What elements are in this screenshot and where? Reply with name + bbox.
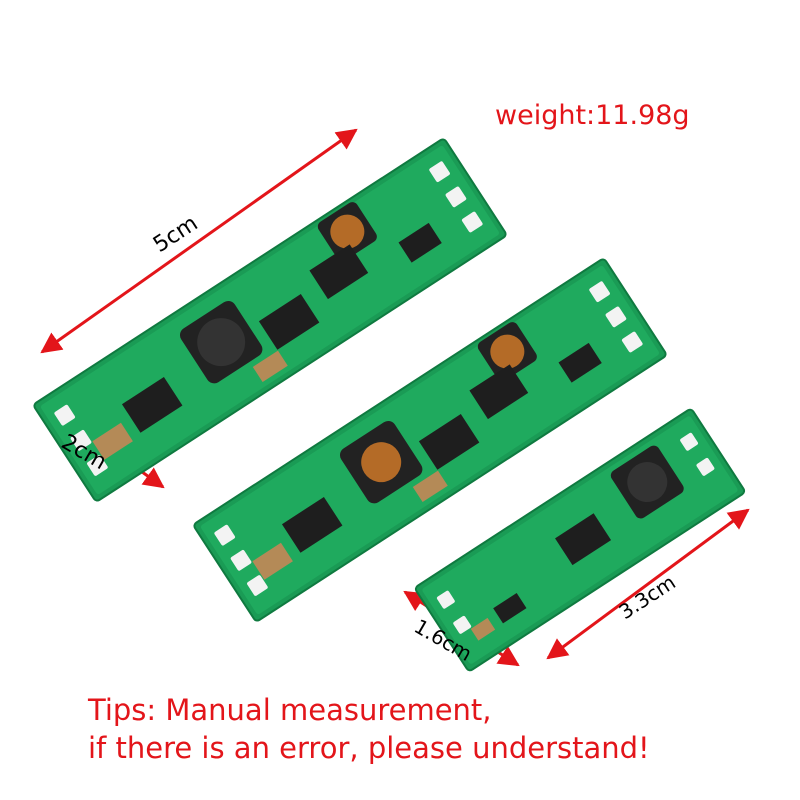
weight-label: weight:11.98g — [495, 100, 690, 131]
tips-line-1: Tips: Manual measurement, — [88, 693, 492, 727]
pcb-board-small — [414, 408, 746, 672]
pcb-board-large-1 — [33, 138, 507, 502]
length-arrow-large — [40, 128, 358, 354]
tips-line-2: if there is an error, please understand! — [88, 731, 650, 765]
length-arrow-small — [546, 508, 750, 660]
pcb-board-large-2 — [193, 258, 667, 622]
